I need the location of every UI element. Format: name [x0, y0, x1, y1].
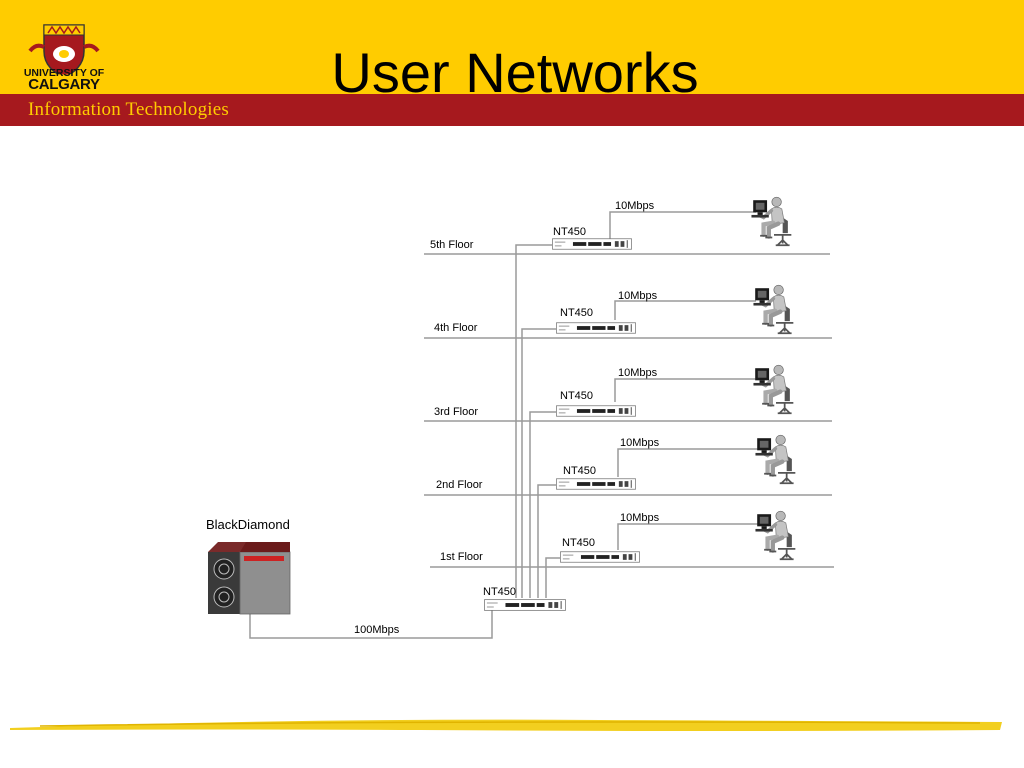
switch-icon: [556, 405, 636, 417]
user-workstation-icon: [753, 285, 793, 333]
floor-speed-label: 10Mbps: [615, 200, 655, 212]
switch-icon: [556, 478, 636, 490]
floor-switch-label: NT450: [563, 465, 596, 477]
org-name: Information Technologies: [28, 99, 229, 120]
floor-switch-label: NT450: [562, 537, 595, 549]
user-workstation-icon: [753, 365, 793, 413]
floor-switch-label: NT450: [560, 307, 593, 319]
switch-icon: [560, 551, 640, 563]
logo-text-calgary: CALGARY: [28, 76, 100, 93]
header-bar: [0, 0, 1024, 94]
floor-switch-label: NT450: [560, 390, 593, 402]
user-workstation-icon: [755, 435, 795, 483]
floor-speed-label: 10Mbps: [618, 290, 658, 302]
user-workstation-icon: [751, 197, 791, 245]
logo-text-university: UNIVERSITY OF: [23, 67, 105, 79]
floor-label: 3rd Floor: [434, 406, 478, 418]
header-band: [0, 94, 1024, 126]
floor-label: 5th Floor: [430, 239, 474, 251]
page-title: User Networks: [331, 41, 699, 104]
floor-label: 1st Floor: [440, 551, 483, 563]
floor-label: 2nd Floor: [436, 479, 483, 491]
switch-icon: [552, 238, 632, 250]
connection-lines: [249, 211, 834, 639]
floor-speed-label: 10Mbps: [620, 512, 660, 524]
floor-speed-label: 10Mbps: [620, 437, 660, 449]
floor-switch-label: NT450: [553, 226, 586, 238]
university-crest-icon: [28, 24, 100, 80]
core-switch-label: BlackDiamond: [206, 517, 290, 532]
floor-speed-label: 10Mbps: [618, 367, 658, 379]
core-link-label: 100Mbps: [354, 624, 400, 636]
hub-label: NT450: [483, 586, 516, 598]
floor-label: 4th Floor: [434, 322, 478, 334]
user-workstation-icon: [755, 511, 795, 559]
blackdiamond-chassis-icon: [208, 542, 291, 615]
hub-switch-icon: [484, 599, 566, 611]
footer-swoosh: [10, 719, 1002, 731]
switch-icon: [556, 322, 636, 334]
